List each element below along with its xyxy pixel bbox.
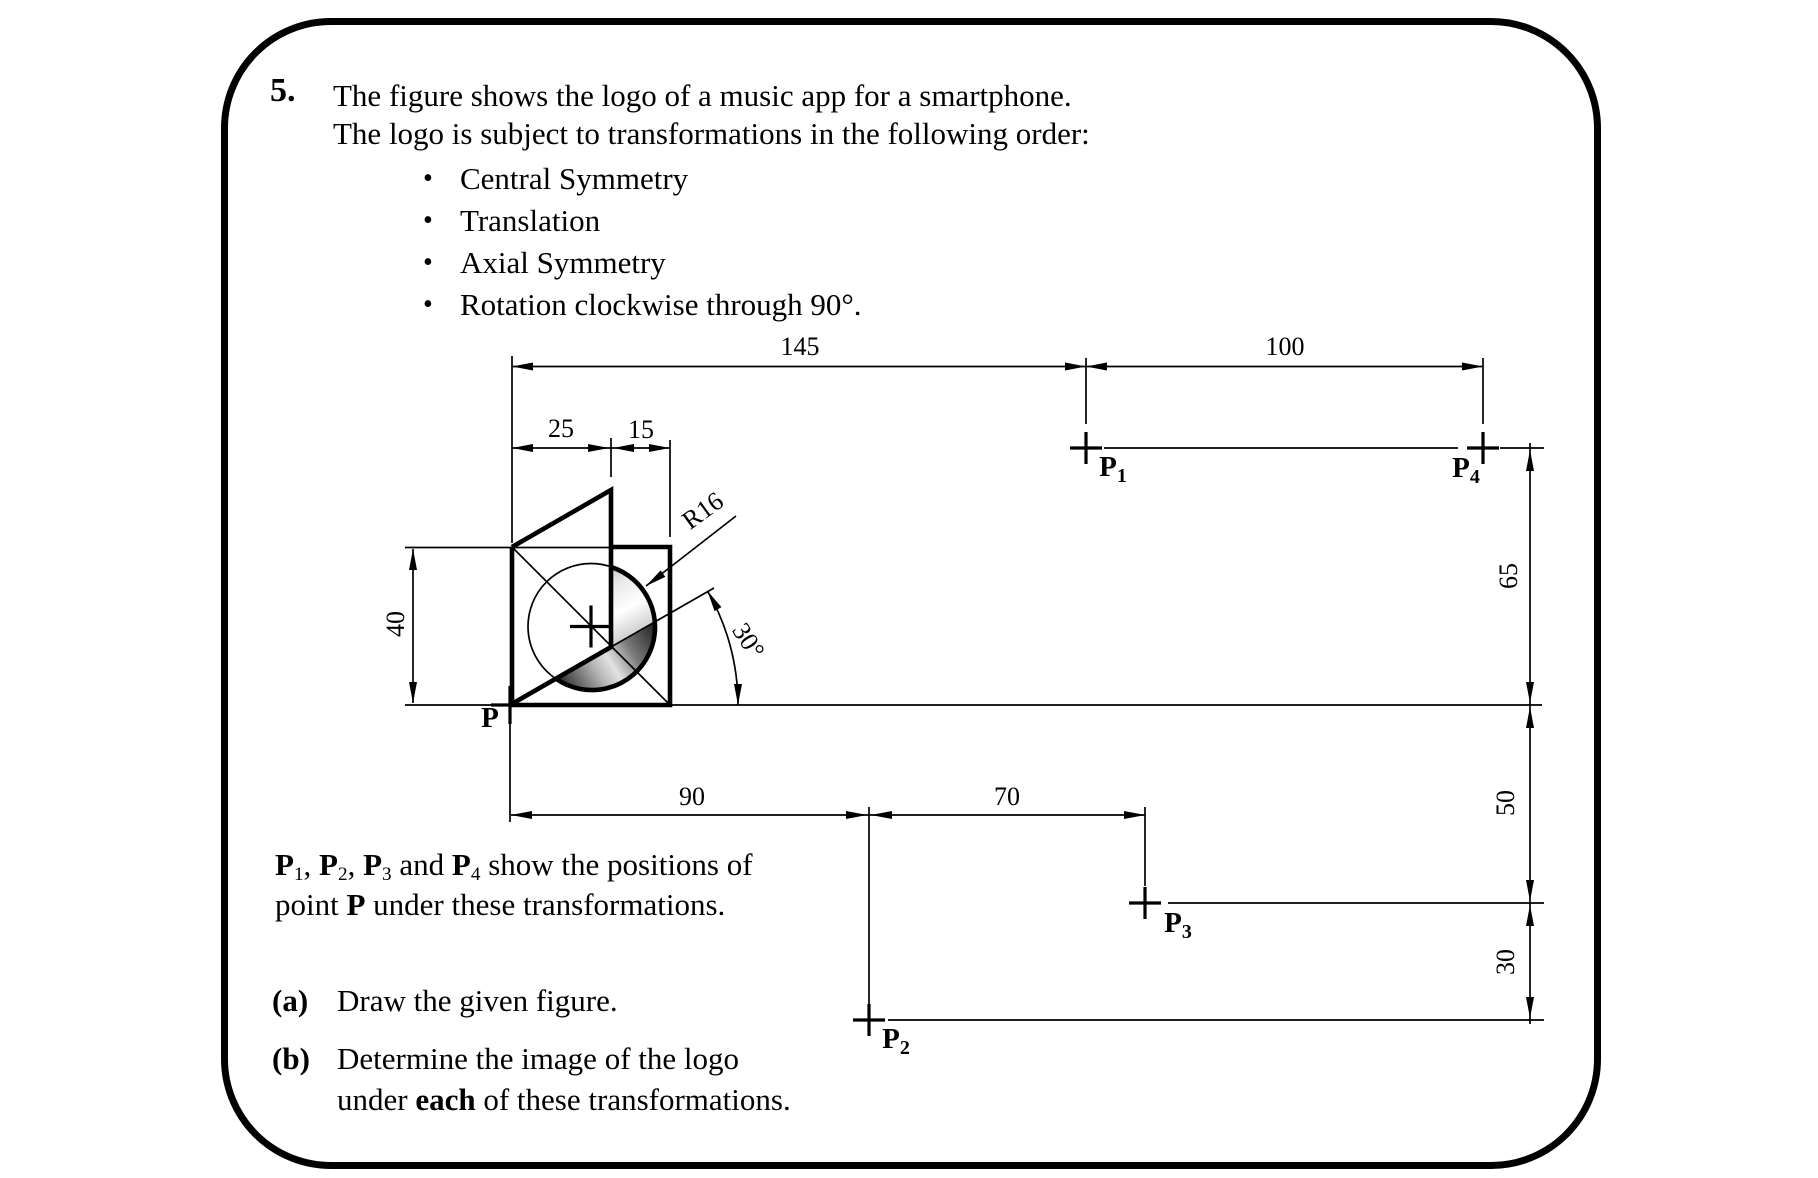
dim-label-70: 70 bbox=[994, 782, 1020, 811]
part-b-label: (b) bbox=[272, 1041, 310, 1076]
dimension-lines bbox=[405, 356, 1544, 1024]
dim-label-25: 25 bbox=[548, 414, 574, 443]
logo-circle-bold-arc bbox=[554, 564, 658, 693]
part-a: (a) Draw the given figure. bbox=[272, 982, 618, 1019]
bullet-icon: • bbox=[423, 163, 433, 194]
part-b-line-1: Determine the image of the logo bbox=[337, 1041, 740, 1076]
arrowheads bbox=[409, 362, 1534, 1018]
bullet-icon: • bbox=[423, 205, 433, 236]
dim-label-30: 30 bbox=[1491, 949, 1520, 975]
problem-number: 5. bbox=[270, 72, 296, 109]
point-label-p: P bbox=[481, 702, 499, 734]
logo-square bbox=[509, 544, 673, 708]
positions-note-line-1: P1, P2, P3 and P4 show the positions of bbox=[275, 847, 753, 885]
part-b: (b) Determine the image of the logo bbox=[272, 1040, 739, 1077]
bullet-list: •Central Symmetry •Translation •Axial Sy… bbox=[423, 158, 862, 326]
bullet-item-central-symmetry: •Central Symmetry bbox=[423, 158, 862, 200]
point-label-p4: P4 bbox=[1452, 452, 1480, 489]
bullet-item-rotation: •Rotation clockwise through 90°. bbox=[423, 284, 862, 326]
dim-label-15: 15 bbox=[628, 415, 654, 444]
point-label-p2: P2 bbox=[882, 1023, 910, 1060]
part-a-text: Draw the given figure. bbox=[337, 983, 618, 1018]
point-label-p3: P3 bbox=[1164, 907, 1192, 944]
intro-line-2: The logo is subject to transformations i… bbox=[333, 116, 1090, 151]
point-label-p1: P1 bbox=[1099, 451, 1127, 488]
point-crosses bbox=[491, 432, 1499, 1036]
logo-outline bbox=[508, 486, 673, 708]
dim-label-90: 90 bbox=[679, 782, 705, 811]
dim-label-50: 50 bbox=[1491, 790, 1520, 816]
intro-line-1: The figure shows the logo of a music app… bbox=[333, 78, 1072, 113]
bullet-item-axial-symmetry: •Axial Symmetry bbox=[423, 242, 862, 284]
dim-label-40: 40 bbox=[381, 611, 410, 637]
dim-label-145: 145 bbox=[780, 332, 820, 361]
part-a-label: (a) bbox=[272, 983, 309, 1018]
dim-label-100: 100 bbox=[1265, 332, 1305, 361]
bullet-icon: • bbox=[423, 289, 433, 320]
positions-note-line-2: point P under these transformations. bbox=[275, 887, 726, 922]
bullet-icon: • bbox=[423, 247, 433, 278]
part-b-line-2: under each of these transformations. bbox=[337, 1082, 791, 1117]
dim-label-65: 65 bbox=[1494, 563, 1523, 589]
bullet-item-translation: •Translation bbox=[423, 200, 862, 242]
card-border bbox=[221, 18, 1601, 1169]
